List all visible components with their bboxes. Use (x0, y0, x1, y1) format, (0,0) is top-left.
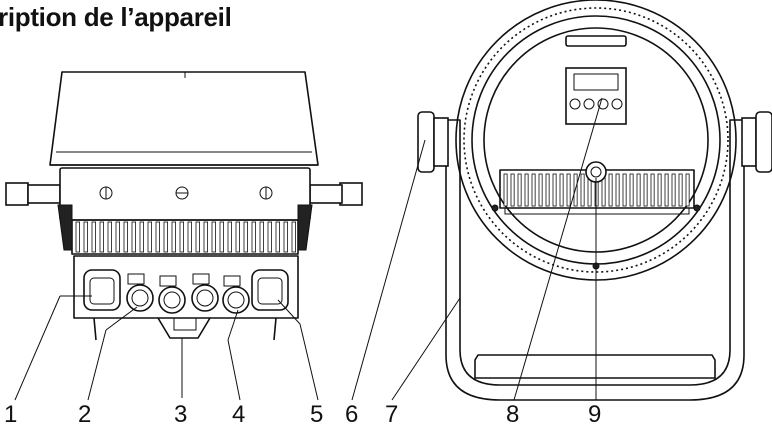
callout-numbers: 1 2 3 4 5 6 7 8 9 (4, 401, 601, 425)
callout-5: 5 (310, 401, 323, 425)
callout-4: 4 (232, 401, 245, 425)
callout-2: 2 (78, 401, 91, 425)
heatsink-fins (75, 221, 296, 253)
callout-1: 1 (4, 401, 17, 425)
leader-lines (14, 97, 603, 401)
callout-8: 8 (506, 401, 519, 425)
callout-3: 3 (174, 401, 187, 425)
fixture-bottom-view (5, 71, 363, 341)
section-title: ription de l’appareil (0, 2, 232, 32)
callout-7: 7 (385, 401, 398, 425)
callout-6: 6 (345, 401, 358, 425)
fixture-rear-view (417, 0, 772, 401)
callout-9: 9 (588, 401, 601, 425)
